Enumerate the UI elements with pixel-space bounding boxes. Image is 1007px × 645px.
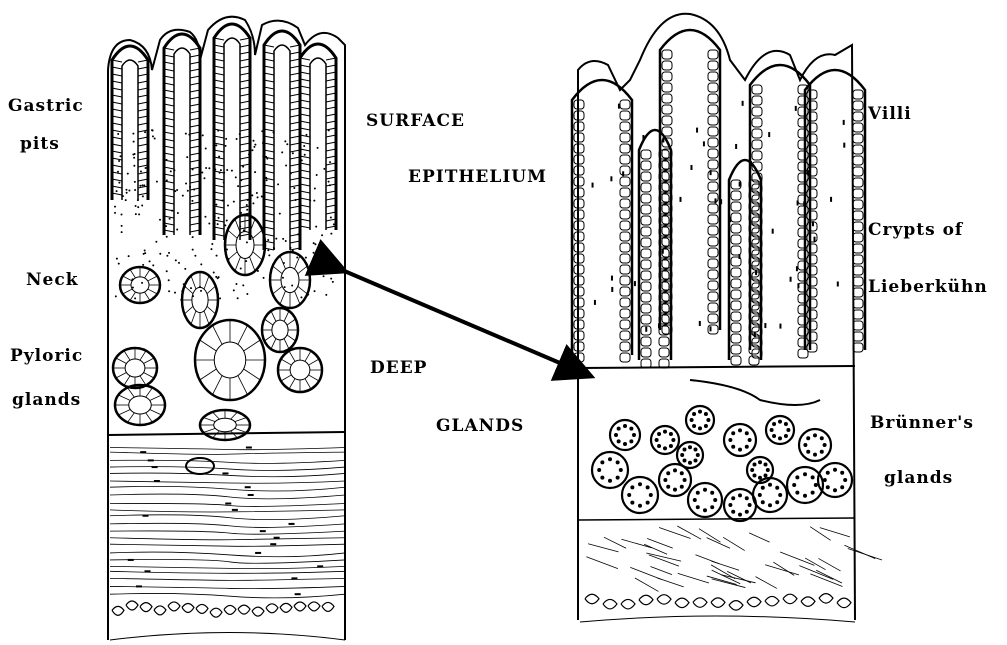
label-brunners: Brünner's (870, 415, 974, 432)
stomach-tissue-section (108, 17, 345, 640)
label-glands-right: glands (884, 470, 953, 487)
duodenum-tissue-section (572, 14, 882, 622)
label-epithelium: EPITHELIUM (408, 169, 547, 186)
label-villi: Villi (868, 106, 912, 123)
label-neck: Neck (26, 272, 79, 289)
label-pits: pits (20, 136, 60, 153)
label-gastric: Gastric (8, 98, 84, 115)
label-deep: DEEP (370, 360, 427, 377)
duodenum-submucosa-drawing (580, 526, 882, 622)
label-surface: SURFACE (366, 113, 465, 130)
label-pyloric: Pyloric (10, 348, 83, 365)
label-lieberkuhn: Lieberkühn (868, 279, 988, 296)
brunners-glands-drawing (578, 380, 855, 521)
stomach-submucosa-drawing (108, 432, 345, 640)
label-glands-left: glands (12, 392, 81, 409)
label-glands-center: GLANDS (436, 418, 524, 435)
label-crypts: Crypts of (868, 222, 963, 239)
